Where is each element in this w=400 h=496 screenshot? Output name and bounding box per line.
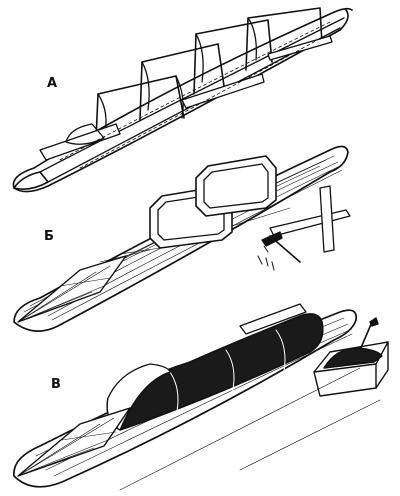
- stage-label-v: В: [51, 377, 61, 392]
- stage-label-b: Б: [44, 229, 54, 244]
- hammer-and-nails-icon: [257, 185, 351, 271]
- planked-hull-icon: [13, 145, 349, 332]
- paint-tray-icon: [313, 317, 389, 397]
- kayak-frame-icon: [12, 7, 353, 193]
- stage-label-a: А: [47, 76, 58, 91]
- ground-hatching: [119, 367, 381, 491]
- covered-hull-icon: [13, 303, 358, 488]
